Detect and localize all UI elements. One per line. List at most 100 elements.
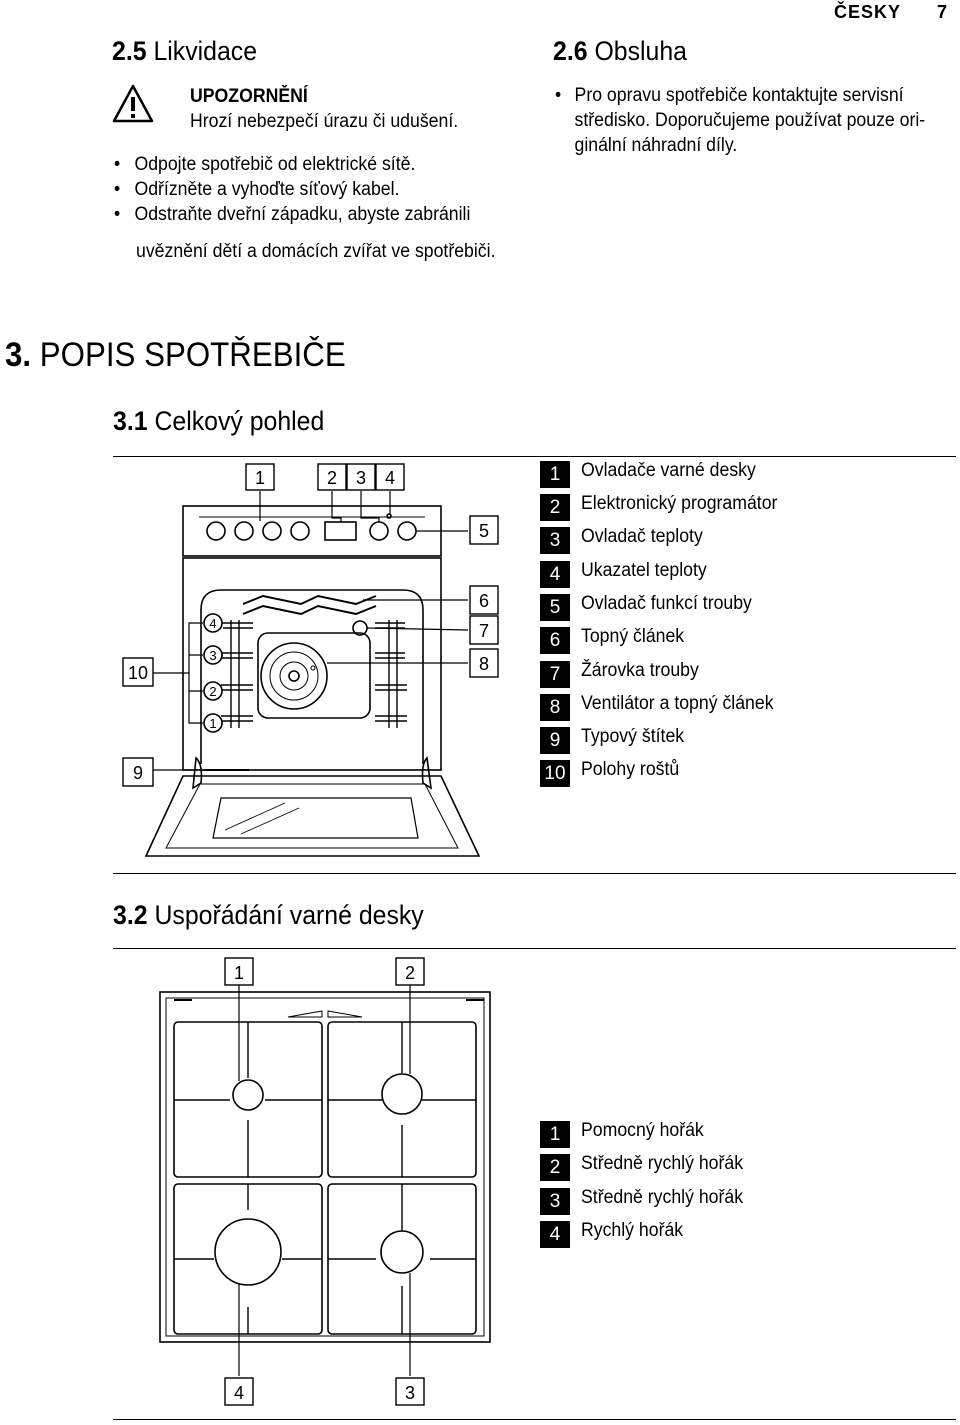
page-number: 7 [937, 2, 948, 22]
legend-text: Ventilátor a topný článek [581, 693, 774, 714]
legend-text: Středně rychlý hořák [581, 1187, 744, 1208]
section-title: Likvidace [153, 36, 258, 66]
shelf-position-3 [203, 645, 223, 665]
svg-text:3: 3 [405, 1383, 415, 1403]
chapter-number: 3. [5, 336, 32, 374]
legend-number: 10 [540, 760, 570, 787]
legend-number: 3 [540, 527, 570, 554]
warning-icon [112, 84, 154, 123]
oven-body [182, 557, 442, 771]
legend-text: Topný článek [581, 626, 685, 647]
section-number: 2.5 [112, 36, 147, 66]
heating-element [242, 594, 377, 616]
callout-6: 6 [469, 585, 499, 615]
section-title: Celkový pohled [154, 406, 325, 436]
legend-text: Pomocný hořák [581, 1120, 704, 1141]
bullet-line: středisko. Doporučujeme používat pouze o… [574, 110, 926, 131]
callout-1: 1 [224, 957, 254, 986]
control-panel [182, 505, 442, 557]
section-3-1-heading: 3.1 Celkový pohled [113, 406, 324, 437]
shelf-position-2 [203, 681, 223, 701]
svg-text:4: 4 [385, 468, 395, 488]
svg-text:1: 1 [234, 963, 244, 983]
legend-number: 3 [540, 1188, 570, 1215]
divider [113, 1419, 956, 1420]
chapter-title: POPIS SPOTŘEBIČE [39, 336, 346, 374]
section-title: Obsluha [594, 36, 687, 66]
vent [287, 1010, 363, 1018]
section-2-6-heading: 2.6 Obsluha [553, 36, 687, 67]
callout-3: 3 [346, 463, 376, 491]
svg-text:7: 7 [479, 621, 489, 641]
hob-callouts: 1 2 4 3 [224, 957, 425, 1406]
svg-text:2: 2 [327, 468, 337, 488]
list-item: Odpojte spotřebič od elektrické sítě. [114, 152, 470, 177]
warning-block: UPOZORNĚNÍ Hrozí nebezpečí úrazu či uduš… [190, 84, 458, 134]
svg-text:8: 8 [479, 654, 489, 674]
legend-number: 4 [540, 561, 570, 588]
legend-text: Rychlý hořák [581, 1220, 684, 1241]
programmer-display [324, 521, 357, 541]
shelf-label: 2 [209, 684, 216, 699]
burner-semi-rapid [380, 1230, 424, 1274]
legend-text: Polohy roštů [581, 759, 680, 780]
door-glass [212, 797, 419, 839]
callout-8: 8 [469, 648, 499, 678]
hob-knob [206, 521, 226, 541]
hob-frame [159, 991, 491, 1343]
section-number: 3.1 [113, 406, 148, 436]
svg-text:1: 1 [255, 468, 265, 488]
shelf-position-4 [203, 613, 223, 633]
callout-9: 9 [122, 757, 154, 787]
warning-text: Hrozí nebezpečí úrazu či udušení. [190, 111, 459, 132]
oven-diagram: 4 3 2 1 1 2 3 4 5 6 7 8 9 10 [122, 463, 499, 857]
callout-2: 2 [317, 463, 347, 491]
hob-diagram: 1 2 4 3 [159, 957, 491, 1406]
legend-text: Typový štítek [581, 726, 685, 747]
bullet-line: Pro opravu spotřebiče kontaktujte servis… [574, 85, 904, 106]
legend-number: 8 [540, 694, 570, 721]
oven-cavity [200, 589, 424, 764]
section-number: 3.2 [113, 900, 148, 930]
oven-callouts: 1 2 3 4 5 6 7 8 9 10 [122, 463, 499, 787]
legend-number: 5 [540, 594, 570, 621]
legend-number: 2 [540, 1154, 570, 1181]
disposal-list: Odpojte spotřebič od elektrické sítě. Od… [114, 152, 470, 227]
callout-4: 4 [224, 1377, 254, 1406]
legend-text: Ovladače varné desky [581, 460, 756, 481]
callout-3: 3 [395, 1377, 425, 1406]
section-number: 2.6 [553, 36, 588, 66]
legend-text: Žárovka trouby [581, 660, 699, 681]
burner-semi-rapid [381, 1073, 423, 1115]
fan [260, 642, 328, 710]
legend-number: 9 [540, 727, 570, 754]
callout-10: 10 [122, 657, 173, 687]
svg-text:9: 9 [133, 763, 143, 783]
legend-text: Ukazatel teploty [581, 560, 707, 581]
callout-1: 1 [245, 463, 275, 491]
svg-text:2: 2 [405, 963, 415, 983]
legend-number: 2 [540, 494, 570, 521]
svg-text:6: 6 [479, 591, 489, 611]
burner-rapid [214, 1218, 282, 1286]
svg-text:3: 3 [356, 468, 366, 488]
temperature-indicator-light [386, 513, 392, 519]
service-bullet: • Pro opravu spotřebiče kontaktujte serv… [555, 85, 926, 156]
shelf-supports-right [375, 622, 407, 722]
callout-2: 2 [395, 957, 425, 986]
hob-knob [234, 521, 254, 541]
function-knob [397, 521, 417, 541]
divider [113, 873, 956, 874]
shelf-supports-left [221, 622, 253, 722]
chapter-3-heading: 3. POPIS SPOTŘEBIČE [5, 336, 346, 375]
callout-5: 5 [469, 515, 499, 545]
legend-text: Elektronický programátor [581, 493, 778, 514]
burner-auxiliary [232, 1079, 264, 1111]
oven-door [144, 775, 481, 857]
door-hinge-right [421, 756, 433, 790]
shelf-label: 4 [209, 616, 216, 631]
section-title: Uspořádání varné desky [154, 900, 424, 930]
legend-number: 1 [540, 1121, 570, 1148]
list-item-continuation: uvěznění dětí a domácích zvířat ve spotř… [136, 241, 496, 262]
divider [113, 456, 956, 457]
